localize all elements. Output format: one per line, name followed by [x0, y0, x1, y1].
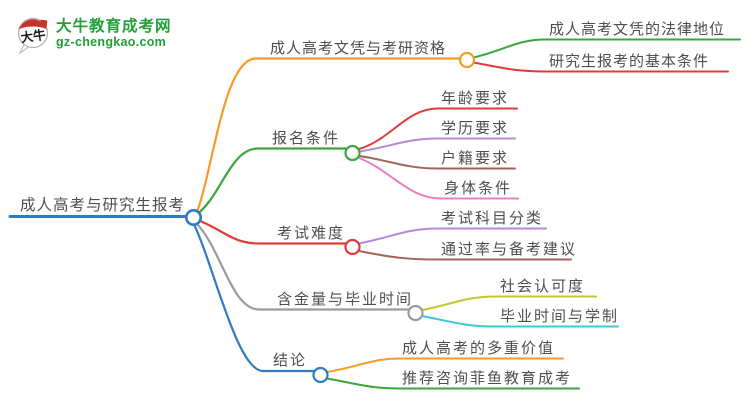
- child-curve: [358, 137, 516, 153]
- branch-node-circle[interactable]: [344, 144, 361, 162]
- child-curve: [358, 107, 518, 150]
- child-label-graduation-schedule[interactable]: 毕业时间与学制: [500, 308, 620, 325]
- child-label-physical-condition[interactable]: 身体条件: [444, 180, 513, 197]
- child-label-social-recognition[interactable]: 社会认可度: [500, 278, 586, 295]
- child-curve: [421, 295, 597, 311]
- site-logo[interactable]: 大牛 大牛教育成考网 gz-chengkao.com: [14, 14, 244, 58]
- child-curve: [358, 157, 519, 200]
- logo-site-name: 大牛教育成考网: [56, 18, 172, 35]
- child-label-education-requirement[interactable]: 学历要求: [441, 120, 510, 137]
- child-label-legal-status[interactable]: 成人高考文凭的法律地位: [549, 21, 726, 38]
- branch-curve: [195, 218, 347, 245]
- branch-curve: [194, 221, 410, 311]
- branch-node-circle[interactable]: [344, 238, 361, 256]
- logo-site-url: gz-chengkao.com: [56, 35, 167, 49]
- child-curve: [326, 357, 564, 373]
- logo-seal: [39, 19, 48, 28]
- child-curve: [358, 250, 572, 261]
- root-node-label[interactable]: 成人高考与研究生报考: [19, 197, 185, 214]
- branch-curve: [195, 57, 462, 215]
- logo-bull-icon: 大牛: [17, 17, 49, 55]
- root-node-circle[interactable]: [185, 209, 203, 227]
- branch-label-exam-difficulty[interactable]: 考试难度: [277, 225, 346, 242]
- child-curve: [472, 61, 729, 73]
- child-curve: [326, 377, 580, 390]
- child-label-age-requirement[interactable]: 年龄要求: [441, 90, 510, 107]
- logo-red-cap: [19, 19, 47, 30]
- child-curve: [421, 315, 619, 328]
- child-label-consult-recommendation[interactable]: 推荐咨询菲鱼教育成考: [402, 370, 573, 387]
- child-curve: [358, 227, 547, 245]
- child-curve: [472, 38, 741, 59]
- logo-icon-text: 大牛: [20, 27, 47, 45]
- branch-curve: [192, 223, 315, 373]
- branch-label-conclusion[interactable]: 结论: [273, 352, 308, 369]
- child-label-pass-rate-advice[interactable]: 通过率与备考建议: [441, 241, 578, 258]
- branch-label-diploma-eligibility[interactable]: 成人高考文凭与考研资格: [270, 40, 447, 57]
- branch-label-value-graduation-time[interactable]: 含金量与毕业时间: [277, 291, 414, 308]
- child-label-residency-requirement[interactable]: 户籍要求: [441, 150, 510, 167]
- branch-curve: [195, 147, 347, 216]
- branch-node-circle[interactable]: [407, 304, 424, 322]
- child-curve: [358, 155, 516, 170]
- branch-node-circle[interactable]: [458, 51, 476, 69]
- child-label-basic-requirements[interactable]: 研究生报考的基本条件: [549, 53, 710, 70]
- child-label-subject-categories[interactable]: 考试科目分类: [441, 210, 544, 227]
- branch-node-circle[interactable]: [312, 366, 329, 384]
- child-label-multiple-value[interactable]: 成人高考的多重价值: [402, 340, 556, 357]
- branch-label-registration-conditions[interactable]: 报名条件: [272, 130, 341, 147]
